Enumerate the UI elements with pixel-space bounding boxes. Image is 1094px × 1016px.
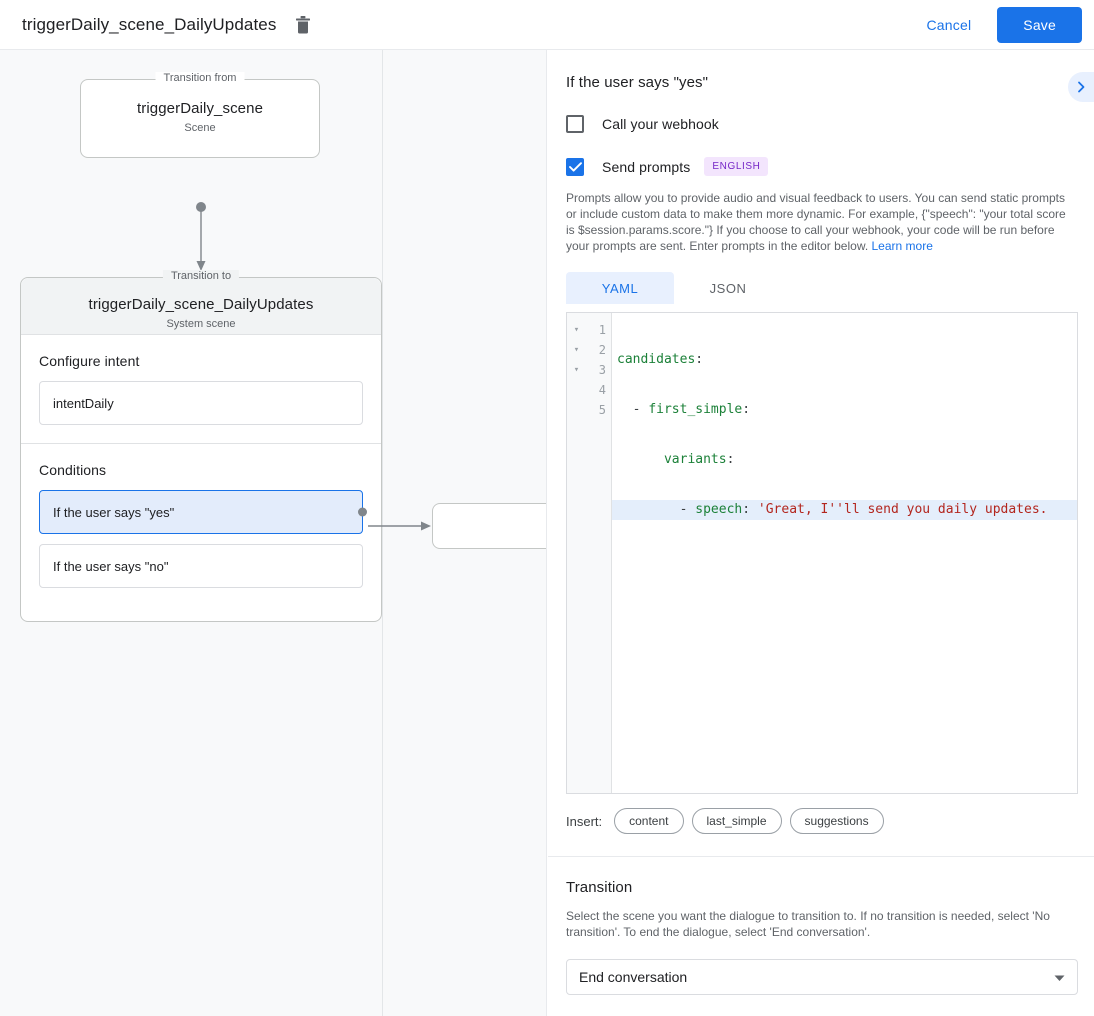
fold-marker[interactable]: ▾ (573, 345, 580, 355)
prompt-code-editor[interactable]: ▾ ▾ ▾ 1 2 3 4 5 candidates: - first_simp… (566, 312, 1078, 794)
graph-connector-arrow (196, 202, 206, 271)
details-title: If the user says "yes" (566, 74, 709, 91)
top-bar: triggerDaily_scene_DailyUpdates Cancel S… (0, 0, 1094, 50)
conditions-section: Conditions If the user says "yes" If the… (21, 444, 381, 616)
details-inner: If the user says "yes" Call your webhook (548, 50, 1094, 995)
fold-marker[interactable]: ▾ (573, 325, 580, 335)
fold-marker (567, 400, 586, 420)
call-webhook-row[interactable]: Call your webhook (566, 115, 1077, 133)
prompts-description-text: Prompts allow you to provide audio and v… (566, 191, 1066, 253)
editor-format-tabs: YAML JSON (566, 272, 1077, 304)
transition-from-legend: Transition from (155, 72, 245, 84)
chevron-down-icon (1054, 969, 1065, 985)
scene-graph-pane: Transition from triggerDaily_scene Scene… (0, 50, 547, 1016)
condition-item-yes[interactable]: If the user says "yes" (39, 490, 367, 534)
configure-intent-label: Configure intent (39, 353, 140, 369)
insert-label: Insert: (566, 813, 603, 829)
editor-line-numbers: 1 2 3 4 5 (586, 313, 612, 793)
call-webhook-label: Call your webhook (602, 116, 719, 132)
send-prompts-label: Send prompts (602, 158, 691, 175)
call-webhook-checkbox[interactable] (566, 115, 584, 133)
transition-to-legend: Transition to (162, 270, 240, 282)
insert-chip-last-simple[interactable]: last_simple (691, 808, 782, 834)
learn-more-link[interactable]: Learn more (871, 239, 933, 253)
tab-yaml[interactable]: YAML (566, 272, 674, 304)
code-line-4: - speech: 'Great, I''ll send you daily u… (612, 500, 1077, 520)
fold-marker[interactable]: ▾ (573, 365, 580, 375)
insert-chips-row: Insert: content last_simple suggestions (566, 808, 1077, 834)
code-line-3: variants: (663, 452, 735, 467)
transition-to-title: triggerDaily_scene_DailyUpdates (88, 296, 314, 313)
code-line-2: - first_simple: (617, 402, 751, 417)
transition-to-card: Transition to triggerDaily_scene_DailyUp… (20, 270, 382, 622)
condition-item-yes-label: If the user says "yes" (53, 504, 175, 520)
prompts-description: Prompts allow you to provide audio and v… (566, 190, 1077, 254)
chevron-right-icon (1078, 81, 1085, 93)
transition-from-card[interactable]: Transition from triggerDaily_scene Scene (80, 72, 320, 158)
tab-json[interactable]: JSON (709, 280, 747, 296)
transition-section-title: Transition (566, 879, 633, 896)
intent-field[interactable]: intentDaily (39, 381, 363, 425)
send-prompts-checkbox[interactable] (566, 157, 584, 176)
condition-output-handle[interactable] (358, 507, 367, 517)
top-bar-actions: Cancel Save (911, 6, 1094, 43)
checkmark-icon (568, 161, 582, 172)
transition-description: Select the scene you want the dialogue t… (566, 909, 1050, 939)
configure-intent-section: Configure intent intentDaily (21, 335, 381, 444)
graph-guide-line (382, 50, 383, 1016)
trash-icon (296, 15, 311, 33)
line-number: 3 (598, 363, 606, 377)
insert-chip-content[interactable]: content (614, 808, 684, 834)
section-divider (548, 856, 1094, 857)
condition-item-no-label: If the user says "no" (53, 558, 169, 574)
cancel-button[interactable]: Cancel (911, 8, 988, 42)
transition-to-subtitle: System scene (166, 318, 236, 330)
transition-select-value: End conversation (579, 969, 688, 985)
send-prompts-row[interactable]: Send prompts ENGLISH (566, 157, 1077, 176)
line-number: 5 (598, 403, 606, 417)
code-line-1: candidates: (617, 352, 704, 367)
details-pane: If the user says "yes" Call your webhook (548, 50, 1094, 1016)
target-node-card[interactable] (432, 503, 546, 549)
page-title: triggerDaily_scene_DailyUpdates (22, 14, 277, 34)
editor-code-area[interactable]: candidates: - first_simple: variants: - … (612, 313, 1077, 793)
transition-from-title: triggerDaily_scene (136, 100, 264, 117)
conditions-label: Conditions (39, 462, 107, 478)
expand-panel-button[interactable] (1068, 72, 1094, 102)
insert-chip-suggestions[interactable]: suggestions (789, 808, 884, 834)
delete-button[interactable] (290, 12, 316, 38)
transition-from-subtitle: Scene (184, 122, 216, 134)
language-badge: ENGLISH (704, 157, 769, 176)
save-button[interactable]: Save (997, 6, 1082, 43)
transition-to-header[interactable]: Transition to triggerDaily_scene_DailyUp… (21, 270, 381, 335)
line-number: 2 (598, 343, 606, 357)
fold-marker (567, 380, 586, 400)
condition-edge-arrow (368, 521, 431, 531)
transition-select[interactable]: End conversation (566, 959, 1078, 995)
line-number: 4 (598, 383, 606, 397)
condition-item-no[interactable]: If the user says "no" (39, 544, 363, 588)
line-number: 1 (598, 323, 606, 337)
code-line-5 (612, 550, 1077, 570)
editor-fold-gutter[interactable]: ▾ ▾ ▾ (567, 313, 586, 793)
